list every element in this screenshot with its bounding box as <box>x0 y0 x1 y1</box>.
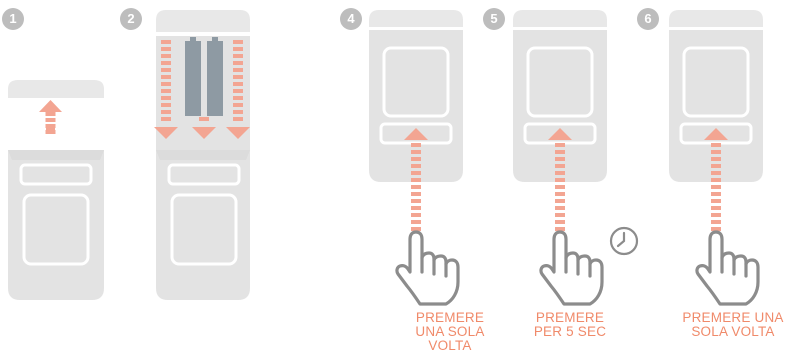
thermostat-display <box>682 46 750 118</box>
thermostat-display <box>22 193 90 266</box>
step-5-instruction: PREMERE PER 5 SEC <box>533 310 607 339</box>
step-5-illustration <box>513 10 639 306</box>
step-4-illustration <box>369 10 463 306</box>
step-1-illustration <box>8 80 104 300</box>
step-4-instruction: PREMERE UNA SOLA VOLTA <box>415 310 485 353</box>
thermostat-button <box>167 163 241 186</box>
step-badge-5: 5 <box>483 8 505 30</box>
thermostat-cap <box>156 10 250 32</box>
step-badge-4: 4 <box>340 8 362 30</box>
press-arrow-icon <box>548 128 572 231</box>
thermostat-display <box>526 46 594 118</box>
step-6-instruction: PREMERE UNA SOLA VOLTA <box>682 310 784 339</box>
press-button-hand-icon <box>539 230 604 306</box>
cap-removal-arrow-icon <box>39 100 62 134</box>
step-6-illustration <box>669 10 763 306</box>
thermostat-cap <box>513 10 607 27</box>
thermostat-display <box>170 193 238 266</box>
step-badge-2: 2 <box>120 8 142 30</box>
step-2-illustration <box>154 10 250 300</box>
battery-insert-icon <box>154 37 250 139</box>
thermostat-display <box>382 46 450 118</box>
step-badge-1: 1 <box>2 8 24 30</box>
thermostat-button <box>19 163 93 186</box>
press-arrow-icon <box>704 128 728 231</box>
step-badge-6: 6 <box>637 8 659 30</box>
clock-icon <box>609 226 639 256</box>
thermostat-body <box>156 36 250 300</box>
press-button-hand-icon <box>395 230 460 306</box>
press-button-hand-icon <box>695 230 760 306</box>
press-arrow-icon <box>404 128 428 231</box>
thermostat-cap <box>669 10 763 27</box>
thermostat-cap <box>8 80 104 98</box>
thermostat-cap <box>369 10 463 27</box>
